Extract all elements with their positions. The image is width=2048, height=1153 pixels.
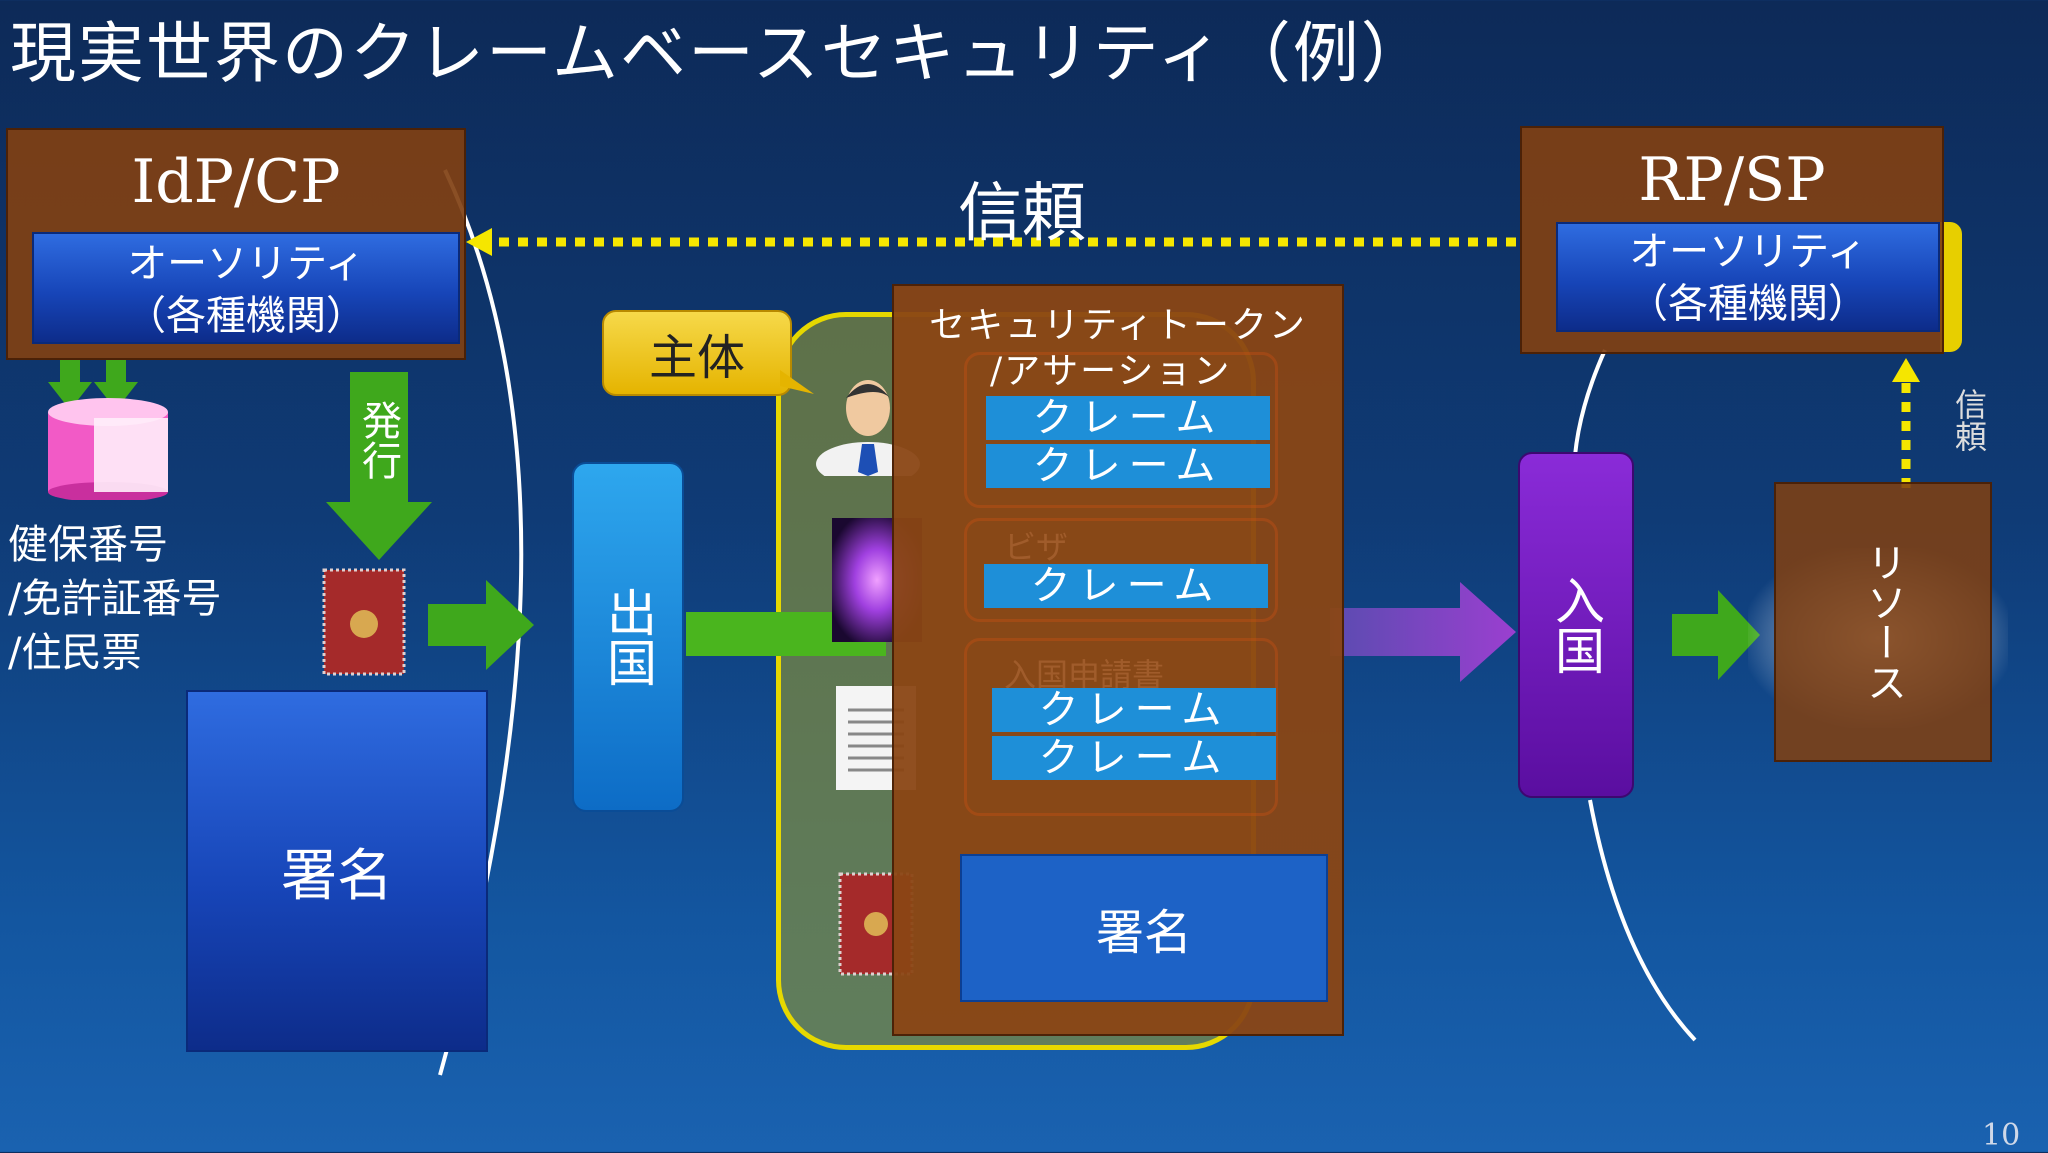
green-arrow-1 [428,580,534,670]
claim-1: クレーム [986,396,1270,440]
rp-yellow-tab [1940,222,1962,352]
left-signature-label: 署名 [281,843,393,909]
departure-box: 出国 [572,462,684,812]
application-label: 入国申請書 [1004,656,1165,694]
entry-label: 入国 [1547,575,1605,675]
id-line-2: /免許証番号 [8,576,222,622]
idp-authority-box: オーソリティ （各種機関） [32,232,460,344]
resource-label: リソース [1860,542,1906,702]
subject-callout-tail [780,370,814,394]
claim-group-2 [964,518,1278,622]
token-signature-label: 署名 [1095,905,1192,961]
resource-box: リソース [1774,482,1992,762]
page-number: 10 [1982,1118,2021,1153]
claim-2: クレーム [986,444,1270,488]
rp-authority-line2: （各種機関） [1628,281,1868,327]
claim-group-3 [964,638,1278,816]
passport-icon [322,568,406,676]
departure-label: 出国 [599,587,657,687]
trust-side-label: 信頼 [1950,388,1988,452]
rp-authority-line1: オーソリティ [1629,229,1867,275]
slide-title: 現実世界のクレームベースセキュリティ（例） [10,15,1429,92]
token-title-line1: セキュリティトークン [929,305,1307,346]
entry-box: 入国 [1518,452,1634,798]
id-line-3: /住民票 [8,630,142,676]
claim-5: クレーム [992,736,1276,780]
issue-label: 発行 [355,400,401,480]
rp-authority-box: オーソリティ （各種機関） [1556,222,1940,332]
rp-label: RP/SP [1638,145,1826,215]
id-list: 健保番号 /免許証番号 /住民票 [8,518,221,680]
trust-label: 信頼 [958,177,1086,251]
database-icon [48,360,168,500]
issue-arrow [326,372,432,560]
id-line-1: 健保番号 [8,522,168,568]
visa-label: ビザ [1004,528,1069,566]
idp-authority-line1: オーソリティ [127,241,365,287]
claim-group-1 [964,352,1278,508]
claim-4: クレーム [992,688,1276,732]
token-panel: セキュリティトークン /アサーション ビザ 入国申請書 クレーム クレーム クレ… [892,284,1344,1036]
green-arrow-2 [1672,590,1760,680]
token-title-line2: /アサーション [990,351,1232,392]
idp-authority-line2: （各種機関） [126,293,366,339]
claim-3: クレーム [984,564,1268,608]
left-signature-box: 署名 [186,690,488,1052]
token-signature-box: 署名 [960,854,1328,1002]
idp-label: IdP/CP [131,147,341,217]
subject-callout: 主体 [602,310,792,396]
entry-arrow [1330,582,1516,682]
subject-label: 主体 [648,330,745,386]
